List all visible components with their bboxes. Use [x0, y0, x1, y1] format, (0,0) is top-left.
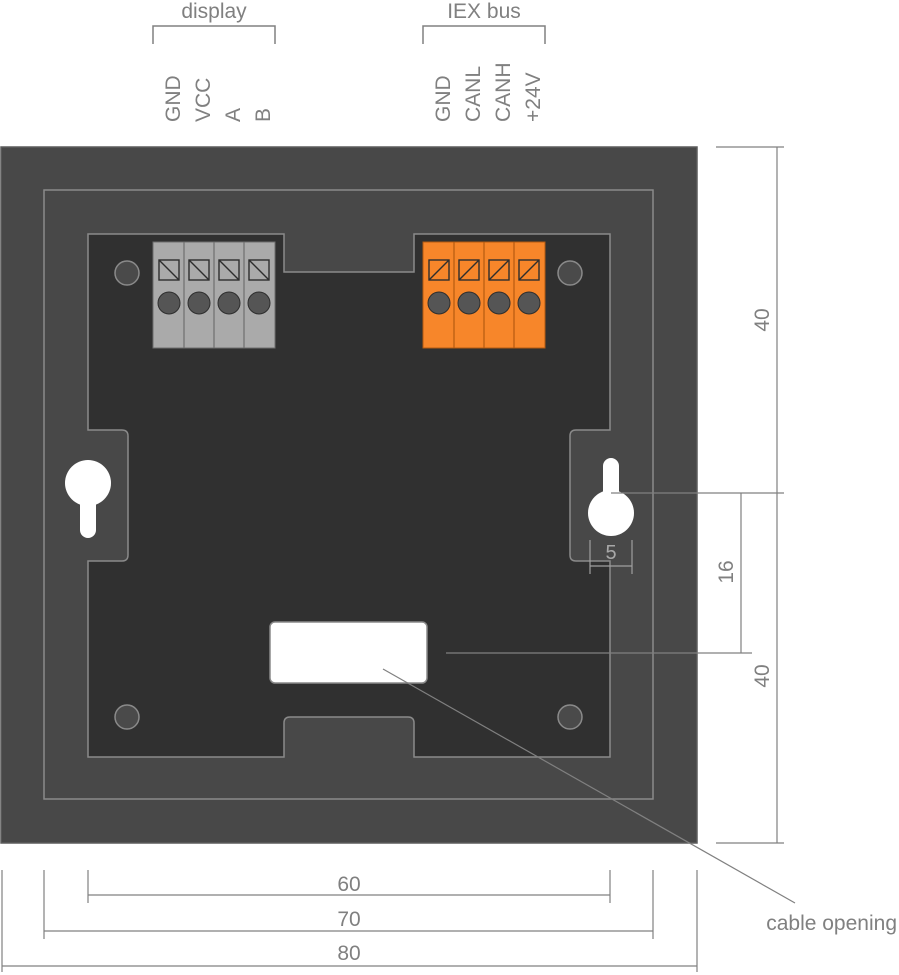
- iex-terminal-canl-label: CANL: [462, 66, 485, 122]
- upper-height-label: 40: [751, 308, 774, 331]
- display-group-label: display: [181, 0, 247, 23]
- cable-opening-leader: [382, 668, 796, 904]
- iex-terminal-24v-label: +24V: [522, 72, 545, 122]
- cable-opening: [269, 621, 428, 684]
- width-60-label: 60: [337, 873, 360, 896]
- inner-frame-outline: [43, 189, 654, 800]
- width-80-label: 80: [337, 942, 360, 965]
- iex-bus-group-label: IEX bus: [447, 0, 521, 23]
- display-terminal-block: [152, 241, 276, 349]
- keyhole-width-dimension: [589, 540, 633, 574]
- vertical-dimension-lines: [446, 146, 784, 844]
- back-plate: [87, 233, 611, 758]
- keyhole-width-label: 5: [605, 542, 616, 564]
- iex-terminal-gnd-label: GND: [432, 75, 455, 122]
- cable-opening-label: cable opening: [766, 912, 897, 935]
- lower-height-label: 40: [751, 664, 774, 687]
- iex-bus-bracket: [422, 25, 546, 44]
- opening-offset-label: 16: [715, 560, 738, 583]
- keyhole-left: [65, 460, 111, 538]
- screw-hole-bottom-left: [114, 704, 140, 730]
- display-terminal-vcc-label: VCC: [192, 78, 215, 122]
- screw-hole-top-right: [557, 260, 583, 286]
- screw-hole-bottom-right: [557, 704, 583, 730]
- display-terminal-b-label: B: [252, 108, 275, 122]
- display-terminal-gnd-label: GND: [162, 75, 185, 122]
- screw-hole-top-left: [114, 260, 140, 286]
- width-70-label: 70: [337, 908, 360, 931]
- horizontal-dimension-lines: [1, 870, 698, 972]
- display-terminal-a-label: A: [222, 108, 245, 122]
- display-bracket: [152, 25, 276, 44]
- keyhole-right: [588, 458, 634, 536]
- iex-terminal-canh-label: CANH: [492, 62, 515, 122]
- iex-terminal-block: [422, 241, 546, 349]
